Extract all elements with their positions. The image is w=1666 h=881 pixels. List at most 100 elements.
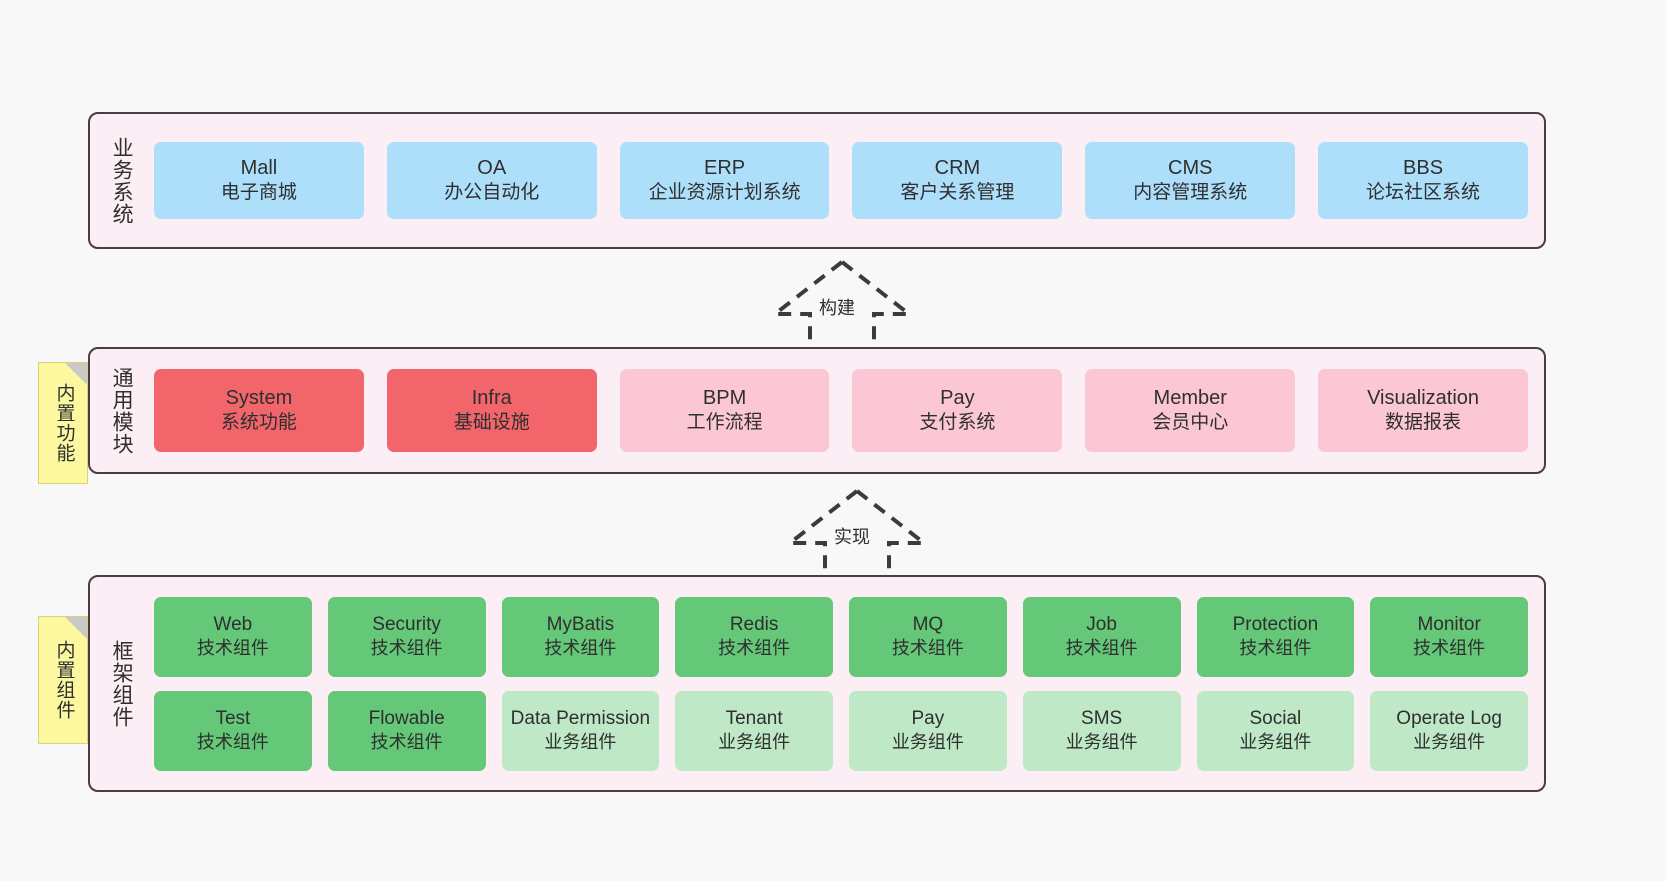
card-title: OA bbox=[477, 157, 507, 180]
card-subtitle: 办公自动化 bbox=[444, 182, 540, 204]
card-subtitle: 企业资源计划系统 bbox=[648, 182, 801, 204]
card-subtitle: 电子商城 bbox=[220, 182, 297, 204]
card-title: Visualization bbox=[1367, 387, 1480, 410]
build-arrow-label: 构建 bbox=[819, 298, 855, 318]
card-title: MQ bbox=[912, 614, 944, 636]
card-title: Redis bbox=[729, 614, 779, 636]
card-subtitle: 支付系统 bbox=[919, 412, 996, 434]
card-title: Operate Log bbox=[1396, 708, 1502, 730]
card-title: Tenant bbox=[725, 708, 783, 730]
card-subtitle: 技术组件 bbox=[370, 638, 443, 659]
card-title: Flowable bbox=[368, 708, 445, 730]
card-subtitle: 业务组件 bbox=[718, 732, 791, 753]
card-title: Web bbox=[213, 614, 253, 636]
build-arrow-shape bbox=[769, 260, 915, 348]
builtin-components-note: 内置组件 bbox=[38, 616, 88, 744]
card-subtitle: 内容管理系统 bbox=[1133, 182, 1248, 204]
card-title: CRM bbox=[934, 157, 981, 180]
card-subtitle: 技术组件 bbox=[1065, 638, 1138, 659]
card-title: BPM bbox=[702, 387, 747, 410]
builtin-components-note-label: 内置组件 bbox=[53, 640, 75, 720]
card-subtitle: 技术组件 bbox=[891, 638, 964, 659]
business-layer-title: 业务系统 bbox=[110, 136, 134, 225]
card-subtitle: 技术组件 bbox=[1239, 638, 1312, 659]
module-layer-title: 通用模块 bbox=[110, 366, 134, 455]
card-subtitle: 技术组件 bbox=[196, 732, 269, 753]
implement-arrow-shape bbox=[784, 489, 930, 577]
card-title: Job bbox=[1086, 614, 1117, 636]
card-subtitle: 会员中心 bbox=[1152, 412, 1229, 434]
card-subtitle: 客户关系管理 bbox=[900, 182, 1015, 204]
card-subtitle: 业务组件 bbox=[1413, 732, 1486, 753]
card-subtitle: 系统功能 bbox=[220, 412, 297, 434]
framework-layer-title: 框架组件 bbox=[110, 639, 134, 728]
card-subtitle: 技术组件 bbox=[718, 638, 791, 659]
build-connector: 构建 bbox=[757, 258, 927, 348]
card-title: Pay bbox=[911, 708, 945, 730]
card-subtitle: 技术组件 bbox=[196, 638, 269, 659]
card-subtitle: 数据报表 bbox=[1385, 412, 1462, 434]
card-subtitle: 工作流程 bbox=[686, 412, 763, 434]
card-title: CMS bbox=[1168, 157, 1213, 180]
card-title: Data Permission bbox=[510, 708, 651, 730]
card-title: Security bbox=[372, 614, 441, 636]
card-title: Monitor bbox=[1417, 614, 1481, 636]
card-subtitle: 业务组件 bbox=[891, 732, 964, 753]
card-subtitle: 业务组件 bbox=[1065, 732, 1138, 753]
card-subtitle: 技术组件 bbox=[370, 732, 443, 753]
card-subtitle: 业务组件 bbox=[1239, 732, 1312, 753]
card-title: Social bbox=[1249, 708, 1302, 730]
card-title: ERP bbox=[704, 157, 746, 180]
card-title: Test bbox=[215, 708, 251, 730]
note-fold-corner-icon bbox=[65, 363, 87, 385]
card-title: BBS bbox=[1403, 157, 1444, 180]
card-title: Member bbox=[1153, 387, 1227, 410]
implement-connector: 实现 bbox=[772, 487, 942, 577]
card-title: Infra bbox=[471, 387, 512, 410]
builtin-features-note-label: 内置功能 bbox=[53, 383, 75, 463]
implement-arrow-label: 实现 bbox=[834, 527, 870, 547]
card-subtitle: 技术组件 bbox=[1413, 638, 1486, 659]
card-title: Protection bbox=[1232, 614, 1319, 636]
note-fold-corner-icon bbox=[65, 617, 87, 639]
card-subtitle: 技术组件 bbox=[544, 638, 617, 659]
card-subtitle: 业务组件 bbox=[544, 732, 617, 753]
card-title: MyBatis bbox=[546, 614, 615, 636]
card-subtitle: 论坛社区系统 bbox=[1366, 182, 1481, 204]
